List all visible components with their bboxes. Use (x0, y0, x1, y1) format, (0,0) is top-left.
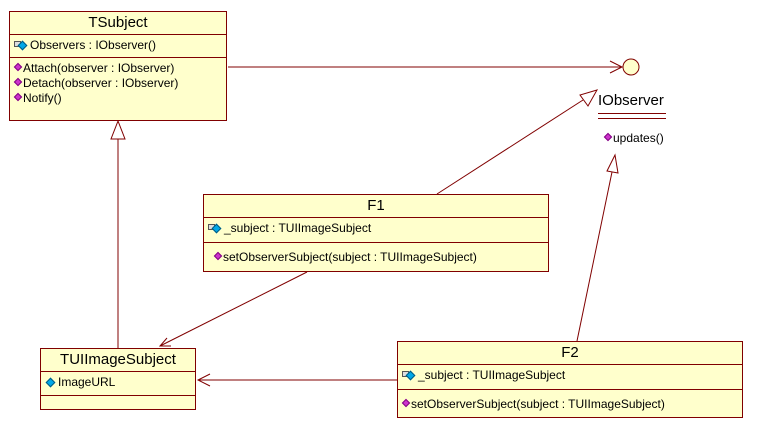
interface-divider (598, 118, 666, 119)
operation-icon (13, 92, 23, 101)
operation-label: Detach(observer : IObserver) (23, 76, 179, 90)
class-name: F2 (398, 342, 742, 365)
class-tuiimagesubject[interactable]: TUIImageSubject ImageURL (40, 348, 196, 410)
class-f2[interactable]: F2 _subject : TUIImageSubject setObserve… (397, 341, 743, 418)
association-tsubject-iobserver[interactable] (228, 60, 624, 74)
realization-f2-iobserver[interactable] (576, 153, 619, 342)
operation-label: setObserverSubject(subject : TUIImageSub… (411, 397, 665, 411)
attribute-item[interactable]: ImageURL (45, 375, 191, 390)
operation-icon (603, 132, 613, 141)
operations-section: setObserverSubject(subject : TUIImageSub… (398, 390, 742, 416)
association-f1-tuiimagesubject[interactable] (158, 271, 308, 347)
operation-label: Notify() (23, 91, 62, 105)
attribute-item[interactable]: _subject : TUIImageSubject (402, 368, 738, 383)
operations-section: setObserverSubject(subject : TUIImageSub… (204, 243, 548, 269)
operations-section (41, 396, 195, 401)
operation-icon (13, 77, 23, 86)
generalization-tuiimagesubject-tsubject[interactable] (110, 119, 126, 348)
operation-label: updates() (613, 131, 664, 145)
public-attribute-icon (45, 377, 56, 388)
interface-divider (598, 113, 666, 114)
class-tsubject[interactable]: TSubject Observers : IObserver() Attach(… (9, 11, 227, 121)
attribute-label: Observers : IObserver() (30, 38, 157, 52)
operation-item[interactable]: Detach(observer : IObserver) (13, 76, 222, 91)
class-name: TSubject (10, 12, 226, 35)
operation-icon (401, 398, 411, 407)
interface-name-iobserver[interactable]: IObserver (598, 92, 664, 109)
class-f1[interactable]: F1 _subject : TUIImageSubject setObserve… (203, 194, 549, 272)
attribute-label: _subject : TUIImageSubject (418, 368, 566, 382)
attribute-item[interactable]: Observers : IObserver() (14, 38, 222, 53)
operation-item[interactable]: Notify() (13, 91, 222, 106)
association-f2-tuiimagesubject[interactable] (196, 373, 398, 387)
attribute-label: ImageURL (58, 375, 116, 389)
class-name: F1 (204, 195, 548, 218)
interface-circle-iobserver[interactable] (622, 58, 640, 76)
operation-icon (13, 62, 23, 71)
operation-item[interactable]: setObserverSubject(subject : TUIImageSub… (401, 397, 738, 412)
protected-attribute-icon (402, 370, 416, 381)
realization-f1-iobserver[interactable] (436, 89, 599, 195)
attributes-section: ImageURL (41, 372, 195, 396)
class-name: TUIImageSubject (41, 349, 195, 372)
interface-operation[interactable]: updates() (603, 131, 664, 146)
operation-icon (213, 251, 223, 260)
attribute-item[interactable]: _subject : TUIImageSubject (208, 221, 544, 236)
protected-attribute-icon (208, 223, 222, 234)
attribute-label: _subject : TUIImageSubject (224, 221, 372, 235)
attributes-section: _subject : TUIImageSubject (204, 218, 548, 243)
attributes-section: Observers : IObserver() (10, 35, 226, 58)
operation-label: setObserverSubject(subject : TUIImageSub… (223, 250, 477, 264)
attributes-section: _subject : TUIImageSubject (398, 365, 742, 390)
operation-label: Attach(observer : IObserver) (23, 61, 175, 75)
operation-item[interactable]: Attach(observer : IObserver) (13, 61, 222, 76)
protected-attribute-icon (14, 40, 28, 51)
operations-section: Attach(observer : IObserver) Detach(obse… (10, 58, 226, 110)
operation-item[interactable]: setObserverSubject(subject : TUIImageSub… (208, 250, 544, 265)
